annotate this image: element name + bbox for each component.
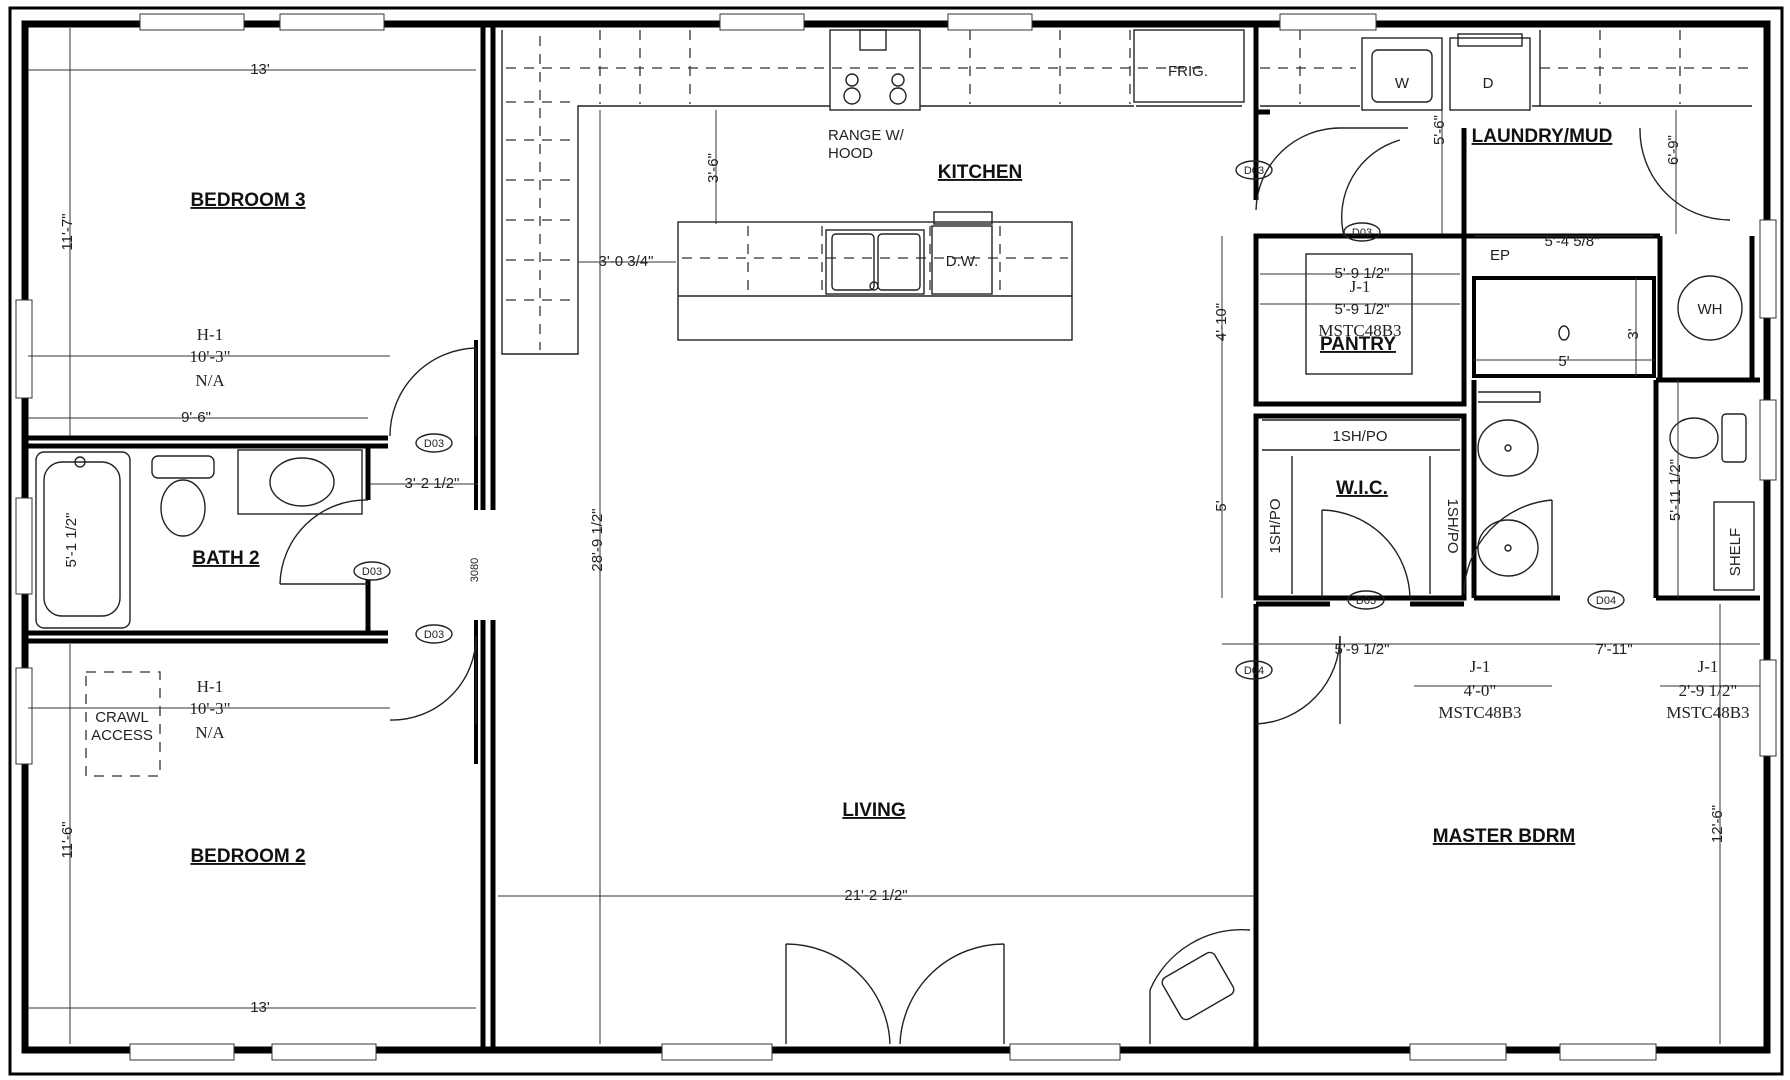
dim-bed3-top: 13' <box>250 61 270 78</box>
dim-wic-5: 5' <box>1213 500 1230 511</box>
door-tag-8: D04 <box>1596 595 1616 607</box>
wic-shelf-left-label: 1SH/PO <box>1267 498 1284 553</box>
dimension-labels: 13' 11'-7" 9'-6" 5'-1 1/2" 3'-2 1/2" 11'… <box>59 61 1726 1016</box>
bath2-fixtures <box>35 449 363 629</box>
dim-wic-bottom: 5'-9 1/2" <box>1335 641 1390 658</box>
room-label-bath2: BATH 2 <box>192 548 259 569</box>
wic-shelf-right-label: 1SH/PO <box>1444 498 1461 553</box>
hood-label: HOOD <box>828 145 873 162</box>
dim-bed3-depth: 11'-7" <box>59 213 76 250</box>
note-mstc-master-b: MSTC48B3 <box>1666 703 1749 722</box>
dryer-label: D <box>1483 75 1494 92</box>
room-label-master: MASTER BDRM <box>1433 826 1576 847</box>
kitchen-cabinets <box>501 29 1245 355</box>
dim-hall-width: 3'-2 1/2" <box>405 475 460 492</box>
dim-shower-3: 3' <box>1625 328 1642 339</box>
dim-shower-5: 5' <box>1558 353 1569 370</box>
dim-bed2-depth: 11'-6" <box>59 821 76 858</box>
right-wing-fixtures <box>1260 30 1755 594</box>
dim-bath-tub: 5'-1 1/2" <box>63 513 80 568</box>
note-na-a: N/A <box>195 371 225 390</box>
doors <box>85 127 1731 1045</box>
ep-label: EP <box>1490 247 1510 264</box>
shelf-label: SHELF <box>1727 528 1744 576</box>
note-h1-a: H-1 <box>197 325 223 344</box>
dim-kitchen-36: 3'-6" <box>705 153 722 183</box>
note-bed2-h1-dim: 10'-3" <box>189 699 230 718</box>
note-hdr-29: 2'-9 1/2" <box>1679 681 1738 700</box>
note-hdr-40: 4'-0" <box>1464 681 1497 700</box>
room-labels: BEDROOM 3 BATH 2 BEDROOM 2 KITCHEN LIVIN… <box>190 126 1612 867</box>
water-heater-label: WH <box>1698 301 1723 318</box>
crawl-label: CRAWL <box>95 709 149 726</box>
door-tags: D03 D03 D03 D03 D03 D03 D04 D04 <box>353 160 1625 680</box>
exterior-walls <box>8 6 1784 1076</box>
note-mstc-pantry: MSTC48B3 <box>1318 321 1401 340</box>
dim-kitchen-3034: 3'-0 3/4" <box>599 253 654 270</box>
dim-wc-5111: 5'-11 1/2" <box>1667 459 1684 521</box>
dim-living-width: 21'-2 1/2" <box>844 887 907 904</box>
dim-door-3080: 3080 <box>469 558 481 582</box>
dim-laundry-56: 5'-6" <box>1431 115 1448 145</box>
room-label-bedroom2: BEDROOM 2 <box>190 846 305 867</box>
note-mstc-master-a: MSTC48B3 <box>1438 703 1521 722</box>
note-h1-b: H-1 <box>197 677 223 696</box>
door-tag-1: D03 <box>424 438 444 450</box>
dishwasher-label: D.W. <box>946 253 979 270</box>
door-tag-4: D03 <box>1244 165 1264 177</box>
door-tag-6: D03 <box>1356 595 1376 607</box>
dim-pantry-h: 4'-10" <box>1213 303 1230 341</box>
header-notes: H-1 10'-3" N/A H-1 10'-3" N/A J-1 MSTC48… <box>189 277 1749 742</box>
dim-living-depth: 28'-9 1/2" <box>589 508 606 571</box>
note-j1-pantry: J-1 <box>1350 277 1371 296</box>
room-label-bedroom3: BEDROOM 3 <box>190 190 305 211</box>
wic-shelf-top-label: 1SH/PO <box>1332 428 1387 445</box>
dim-laundry-69: 6'-9" <box>1665 135 1682 165</box>
note-bed3-h1-dim: 10'-3" <box>189 347 230 366</box>
dim-bath-711: 7'-11" <box>1595 641 1632 658</box>
door-tag-3: D03 <box>424 629 444 641</box>
room-label-laundry: LAUNDRY/MUD <box>1472 126 1613 147</box>
range-label: RANGE W/ <box>828 127 905 144</box>
frig-label: FRIG. <box>1168 63 1208 80</box>
door-tag-7: D04 <box>1244 665 1264 677</box>
note-j1-master-a: J-1 <box>1470 657 1491 676</box>
dim-ep-width: 5'-4 5/8" <box>1545 233 1600 250</box>
fixture-labels: RANGE W/ HOOD FRIG. D.W. W D EP WH CRAWL… <box>91 63 1744 744</box>
dim-bed2-bottom: 13' <box>250 999 270 1016</box>
room-label-living: LIVING <box>842 800 905 821</box>
door-tag-2: D03 <box>362 566 382 578</box>
room-label-wic: W.I.C. <box>1336 478 1388 499</box>
dim-bed3-96: 9'-6" <box>181 409 211 426</box>
dim-pantry-w2: 5'-9 1/2" <box>1335 301 1390 318</box>
door-tag-5: D03 <box>1352 227 1372 239</box>
dim-master-126: 12'-6" <box>1709 805 1726 843</box>
access-label: ACCESS <box>91 727 153 744</box>
room-label-pantry: PANTRY <box>1320 334 1396 355</box>
washer-label: W <box>1395 75 1410 92</box>
dimension-lines <box>28 28 1760 1044</box>
note-j1-master-b: J-1 <box>1698 657 1719 676</box>
note-na-b: N/A <box>195 723 225 742</box>
dim-pantry-w1: 5'-9 1/2" <box>1335 265 1390 282</box>
room-label-kitchen: KITCHEN <box>938 162 1022 183</box>
